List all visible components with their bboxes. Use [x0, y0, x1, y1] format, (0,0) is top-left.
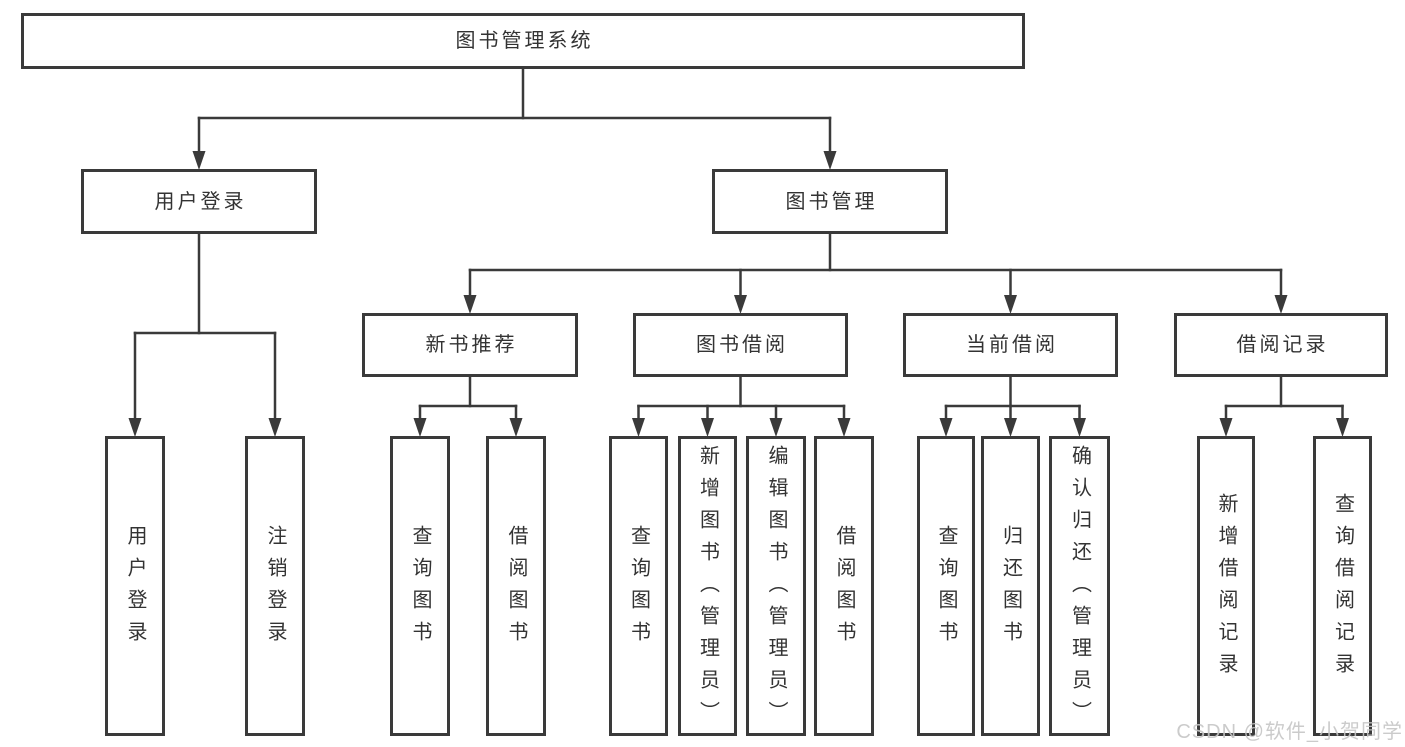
arrowhead-icon: [268, 418, 282, 437]
node-leaf-query-borrow-record: 查询借阅记录: [1313, 436, 1372, 736]
arrowhead-icon: [837, 418, 851, 437]
node-leaf-logout: 注销登录: [245, 436, 305, 736]
node-label-leaf-user-login: 用户登录: [124, 525, 146, 653]
node-label-book-mgmt: 图书管理: [785, 190, 878, 213]
arrowhead-icon: [1336, 418, 1349, 437]
node-new-book-rec: 新书推荐: [362, 313, 578, 377]
arrowhead-icon: [632, 418, 645, 437]
node-borrow-records: 借阅记录: [1174, 313, 1388, 377]
node-root: 图书管理系统: [21, 13, 1025, 69]
node-label-leaf-return-book: 归还图书: [999, 525, 1022, 653]
arrowhead-icon: [701, 418, 714, 437]
node-label-leaf-logout: 注销登录: [264, 525, 286, 653]
arrowhead-icon: [1004, 295, 1017, 314]
node-leaf-query-books-3: 查询图书: [917, 436, 975, 736]
node-leaf-confirm-return-admin: 确认归还（管理员）: [1049, 436, 1110, 736]
node-current-borrow: 当前借阅: [903, 313, 1118, 377]
node-leaf-query-books-1: 查询图书: [390, 436, 450, 736]
arrowhead-icon: [1073, 418, 1086, 437]
node-label-leaf-borrow-books-1: 借阅图书: [505, 525, 527, 653]
arrowhead-icon: [128, 418, 142, 437]
node-label-leaf-query-borrow-record: 查询借阅记录: [1331, 493, 1354, 685]
arrowhead-icon: [413, 418, 427, 437]
node-label-leaf-edit-book-admin: 编辑图书（管理员）: [765, 445, 787, 733]
arrowhead-icon: [769, 418, 783, 437]
node-label-root: 图书管理系统: [455, 30, 594, 52]
node-book-mgmt: 图书管理: [712, 169, 948, 234]
node-leaf-query-books-2: 查询图书: [609, 436, 668, 736]
arrowhead-icon: [823, 151, 837, 170]
watermark: CSDN @软件_小贺同学: [1176, 721, 1403, 743]
node-label-current-borrow: 当前借阅: [966, 334, 1058, 356]
node-label-borrow-records: 借阅记录: [1236, 334, 1329, 356]
node-leaf-add-book-admin: 新增图书（管理员）: [678, 436, 737, 736]
node-label-leaf-query-books-1: 查询图书: [409, 525, 431, 653]
node-leaf-edit-book-admin: 编辑图书（管理员）: [746, 436, 806, 736]
node-label-leaf-add-book-admin: 新增图书（管理员）: [696, 445, 719, 733]
node-label-leaf-add-borrow-record: 新增借阅记录: [1215, 493, 1237, 685]
arrowhead-icon: [509, 418, 523, 437]
node-label-book-borrow: 图书借阅: [696, 334, 788, 356]
arrowhead-icon: [1219, 418, 1233, 437]
node-leaf-return-book: 归还图书: [981, 436, 1040, 736]
node-label-leaf-query-books-3: 查询图书: [935, 525, 957, 653]
arrowhead-icon: [192, 151, 206, 170]
node-label-leaf-confirm-return-admin: 确认归还（管理员）: [1068, 445, 1091, 733]
node-leaf-borrow-books-1: 借阅图书: [486, 436, 546, 736]
node-leaf-user-login: 用户登录: [105, 436, 165, 736]
node-label-leaf-borrow-books-2: 借阅图书: [833, 525, 855, 653]
arrowhead-icon: [1274, 295, 1288, 314]
node-label-new-book-rec: 新书推荐: [425, 334, 518, 356]
arrowhead-icon: [463, 295, 477, 314]
arrowhead-icon: [734, 295, 747, 314]
node-leaf-add-borrow-record: 新增借阅记录: [1197, 436, 1255, 736]
node-label-user-login: 用户登录: [154, 190, 247, 213]
node-book-borrow: 图书借阅: [633, 313, 848, 377]
node-leaf-borrow-books-2: 借阅图书: [814, 436, 874, 736]
node-label-leaf-query-books-2: 查询图书: [627, 525, 650, 653]
arrowhead-icon: [1004, 418, 1017, 437]
arrowhead-icon: [939, 418, 953, 437]
node-user-login: 用户登录: [81, 169, 317, 234]
